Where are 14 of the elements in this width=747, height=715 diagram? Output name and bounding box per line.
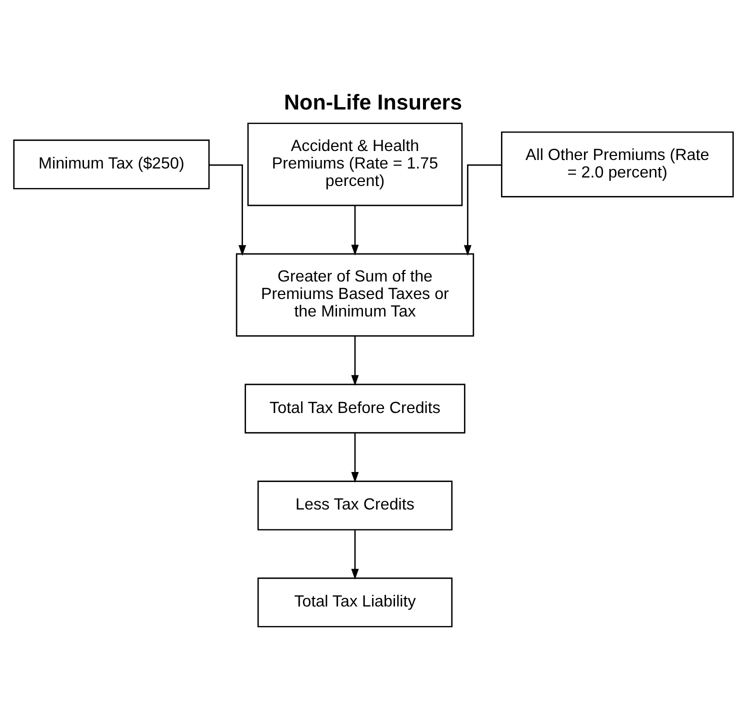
node-box: Less Tax Credits xyxy=(257,480,453,530)
node-box: Greater of Sum of the Premiums Based Taxes or the Minimum Tax xyxy=(236,253,474,337)
arrow xyxy=(351,433,359,483)
arrow xyxy=(209,164,246,256)
node-box: All Other Premiums (Rate = 2.0 percent) xyxy=(501,131,734,198)
arrow xyxy=(351,206,359,256)
node-box: Accident & Health Premiums (Rate = 1.75 percent) xyxy=(247,122,463,206)
arrow xyxy=(464,164,502,256)
diagram-title: Non-Life Insurers xyxy=(284,90,462,115)
arrow xyxy=(351,336,359,386)
node-box: Minimum Tax ($250) xyxy=(13,140,210,190)
node-box: Total Tax Before Credits xyxy=(244,384,466,434)
arrow xyxy=(351,530,359,580)
node-box: Total Tax Liability xyxy=(257,578,453,628)
